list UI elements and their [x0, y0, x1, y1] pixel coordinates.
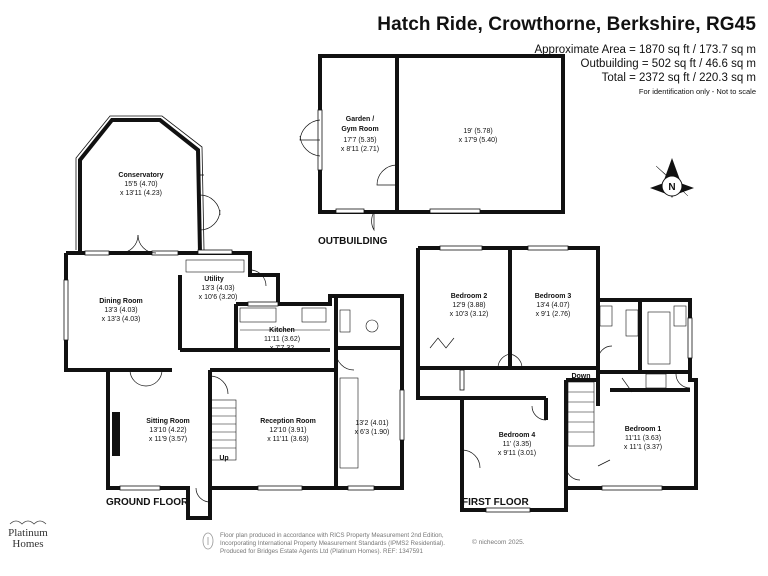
ground-floor-walls	[64, 251, 404, 520]
outbuilding-area-line: Outbuilding = 502 sq ft / 46.6 sq m	[580, 58, 756, 70]
sitting-dim2: x 11'9 (3.57)	[149, 436, 187, 443]
kitchen-label: Kitchen	[269, 327, 295, 334]
stairs-up-label: Up	[219, 455, 228, 462]
outbuilding-main-dim1: 19' (5.78)	[463, 128, 492, 135]
logo-line-1: Platinum	[8, 527, 48, 539]
conservatory-dim2: x 13'11 (4.23)	[120, 190, 162, 197]
footer-line-3: Produced for Bridges Estate Agents Ltd (…	[220, 548, 423, 556]
bedroom2-label: Bedroom 2	[451, 293, 488, 300]
footer-line-1: Floor plan produced in accordance with R…	[220, 532, 444, 539]
conservatory-label: Conservatory	[118, 172, 163, 179]
identification-note: For identification only - Not to scale	[638, 87, 756, 96]
logo-icon	[9, 520, 47, 525]
bedroom3-dim2: x 9'1 (2.76)	[536, 311, 571, 318]
platinum-homes-logo: Platinum Homes	[4, 522, 52, 550]
fireplace	[112, 412, 120, 456]
bedroom4-label: Bedroom 4	[499, 432, 536, 439]
stairs-down-label: Down	[571, 373, 590, 380]
dining-dim1: 13'3 (4.03)	[104, 307, 137, 314]
bedroom2-dim1: 12'9 (3.88)	[452, 302, 485, 309]
garage-dim2: x 6'3 (1.90)	[355, 429, 390, 436]
reception-dim1: 12'10 (3.91)	[269, 427, 306, 434]
first-floor-walls	[416, 246, 698, 512]
bedroom3-label: Bedroom 3	[535, 293, 572, 300]
garage-dim1: 13'2 (4.01)	[355, 420, 388, 427]
garden-dim1: 17'7 (5.35)	[343, 137, 376, 144]
fixtures	[185, 259, 687, 469]
footer-text: Floor plan produced in accordance with R…	[220, 532, 445, 557]
rics-badge-icon	[202, 532, 214, 550]
compass-letter: N	[668, 182, 675, 193]
utility-label: Utility	[204, 276, 224, 283]
bedroom4-dim1: 11' (3.35)	[503, 441, 532, 448]
outbuilding-walls	[318, 54, 565, 214]
ground-floor-label: GROUND FLOOR	[106, 497, 189, 508]
copyright: © nichecom 2025.	[472, 539, 525, 546]
outbuilding-main-dim2: x 17'9 (5.40)	[459, 137, 498, 144]
compass-icon	[650, 158, 694, 198]
reception-label: Reception Room	[260, 418, 316, 425]
sitting-dim1: 13'10 (4.22)	[149, 427, 186, 434]
reception-dim2: x 11'11 (3.63)	[267, 436, 309, 443]
sitting-label: Sitting Room	[146, 418, 190, 425]
area-line: Approximate Area = 1870 sq ft / 173.7 sq…	[534, 44, 756, 56]
doors	[119, 119, 691, 503]
first-floor-label: FIRST FLOOR	[462, 497, 529, 508]
utility-dim2: x 10'6 (3.20)	[199, 294, 238, 301]
dining-dim2: x 13'3 (4.03)	[102, 316, 141, 323]
footer-line-2: Incorporating International Property Mea…	[220, 540, 445, 548]
bedroom3-dim1: 13'4 (4.07)	[536, 302, 569, 309]
outbuilding-label: OUTBUILDING	[318, 236, 388, 247]
stairs	[209, 381, 595, 461]
conservatory-glazing	[75, 115, 205, 251]
bedroom2-dim2: x 10'3 (3.12)	[450, 311, 489, 318]
kitchen-dim1: 11'11 (3.62)	[264, 336, 300, 343]
conservatory-walls	[78, 118, 202, 254]
logo-line-2: Homes	[12, 538, 44, 550]
conservatory-dim1: 15'5 (4.70)	[124, 181, 157, 188]
garden-label: Garden /	[346, 116, 374, 123]
garden-label-2: Gym Room	[341, 126, 378, 133]
total-area-line: Total = 2372 sq ft / 220.3 sq m	[601, 72, 756, 84]
garden-dim2: x 8'11 (2.71)	[341, 146, 379, 153]
utility-dim1: 13'3 (4.03)	[201, 285, 234, 292]
property-title: Hatch Ride, Crowthorne, Berkshire, RG45	[377, 14, 756, 35]
dining-label: Dining Room	[99, 298, 143, 305]
bedroom1-label: Bedroom 1	[625, 426, 662, 433]
bedroom1-dim2: x 11'1 (3.37)	[624, 444, 662, 451]
kitchen-dim2: x 7'7.32	[270, 345, 294, 352]
bedroom1-dim1: 11'11 (3.63)	[625, 435, 661, 442]
bedroom4-dim2: x 9'11 (3.01)	[498, 450, 536, 457]
